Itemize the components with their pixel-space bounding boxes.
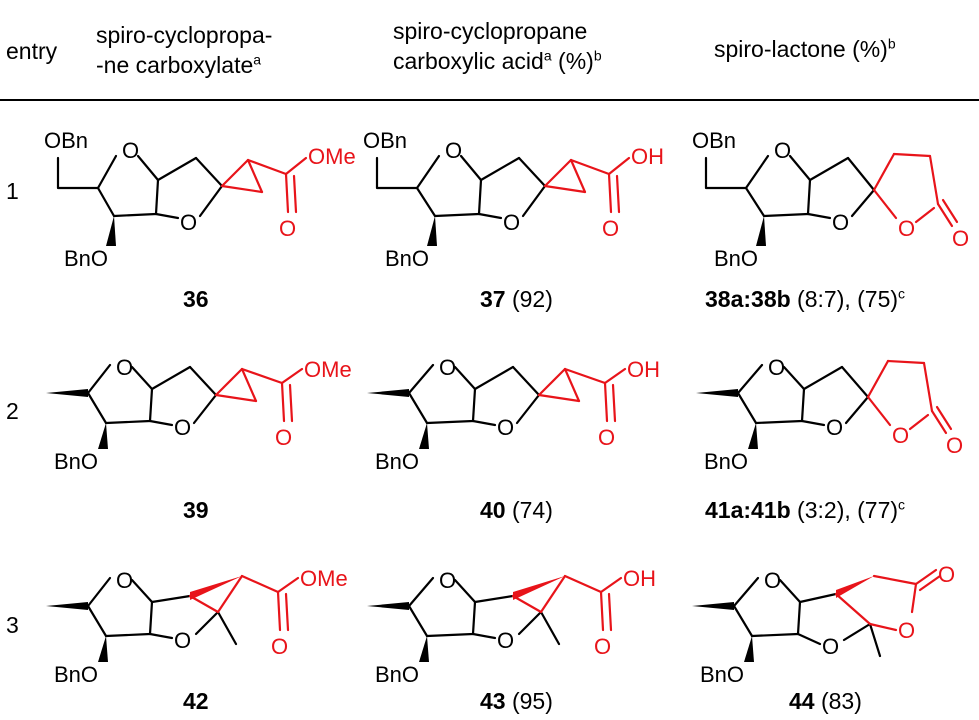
label-36: 36 [183,286,209,312]
label-37: 37 (92) [480,286,553,312]
svg-text:OBn: OBn [44,128,88,153]
svg-text:OH: OH [631,144,664,169]
svg-text:O: O [116,355,133,380]
svg-text:BnO: BnO [54,662,98,687]
svg-text:O: O [279,216,296,241]
label-39: 39 [183,497,209,523]
svg-text:BnO: BnO [54,449,98,474]
svg-text:OMe: OMe [300,566,348,591]
svg-text:O: O [497,628,514,653]
structure-44: O BnO O O O [692,562,955,687]
svg-text:O: O [598,425,615,450]
svg-text:BnO: BnO [375,449,419,474]
svg-text:O: O [774,138,791,163]
svg-text:O: O [271,634,288,659]
svg-text:O: O [832,210,849,235]
svg-text:OMe: OMe [308,144,356,169]
label-44: 44 (83) [789,688,862,714]
svg-text:O: O [180,210,197,235]
svg-text:OBn: OBn [363,128,407,153]
svg-text:OBn: OBn [692,128,736,153]
svg-text:O: O [602,216,619,241]
header-entry: entry [6,38,58,64]
svg-text:O: O [898,618,915,643]
header-lactone: spiro-lactone (%)b [714,35,896,62]
entry-number-1: 1 [6,178,19,204]
svg-text:BnO: BnO [375,662,419,687]
structure-42: O BnO O OMe O [46,566,348,687]
svg-text:O: O [952,226,969,251]
svg-text:BnO: BnO [385,246,429,271]
header-rule [0,99,979,101]
header-acid: spiro-cyclopropane carboxylic acida (%)b [393,18,602,74]
svg-text:O: O [174,415,191,440]
svg-text:O: O [439,568,456,593]
label-41: 41a:41b (3:2), (77)c [705,496,906,523]
svg-text:O: O [174,628,191,653]
svg-text:BnO: BnO [714,246,758,271]
svg-text:O: O [898,216,915,241]
svg-text:O: O [826,415,843,440]
svg-text:O: O [822,634,839,659]
entry-number-2: 2 [6,398,19,424]
label-43: 43 (95) [480,688,553,714]
structure-38: OBn O BnO O O O [692,128,969,271]
svg-text:O: O [497,415,514,440]
svg-text:BnO: BnO [700,662,744,687]
label-40: 40 (74) [480,497,553,523]
svg-text:O: O [116,568,133,593]
label-38: 38a:38b (8:7), (75)c [705,285,906,312]
svg-text:O: O [439,355,456,380]
structure-41: O BnO O O O [696,355,963,474]
svg-text:O: O [594,634,611,659]
svg-text:O: O [445,138,462,163]
svg-text:O: O [275,425,292,450]
svg-text:BnO: BnO [704,449,748,474]
svg-text:BnO: BnO [64,246,108,271]
svg-text:O: O [938,562,955,587]
svg-text:O: O [764,568,781,593]
structure-40: O BnO O OH O [367,355,660,474]
svg-text:OMe: OMe [304,357,352,382]
svg-text:OH: OH [623,566,656,591]
svg-text:O: O [122,138,139,163]
label-42: 42 [183,688,209,714]
svg-text:O: O [503,210,520,235]
svg-text:O: O [768,355,785,380]
svg-text:OH: OH [627,357,660,382]
svg-text:O: O [892,423,909,448]
structure-39: O BnO O OMe O [46,355,352,474]
structure-37: OBn O BnO O OH O [363,128,664,271]
svg-text:O: O [946,433,963,458]
structure-43: O BnO O OH O [367,566,656,687]
header-ester: spiro-cyclopropa- -ne carboxylatea [96,22,273,78]
entry-number-3: 3 [6,612,19,638]
structure-36: OBn O BnO O OMe O [44,128,356,271]
